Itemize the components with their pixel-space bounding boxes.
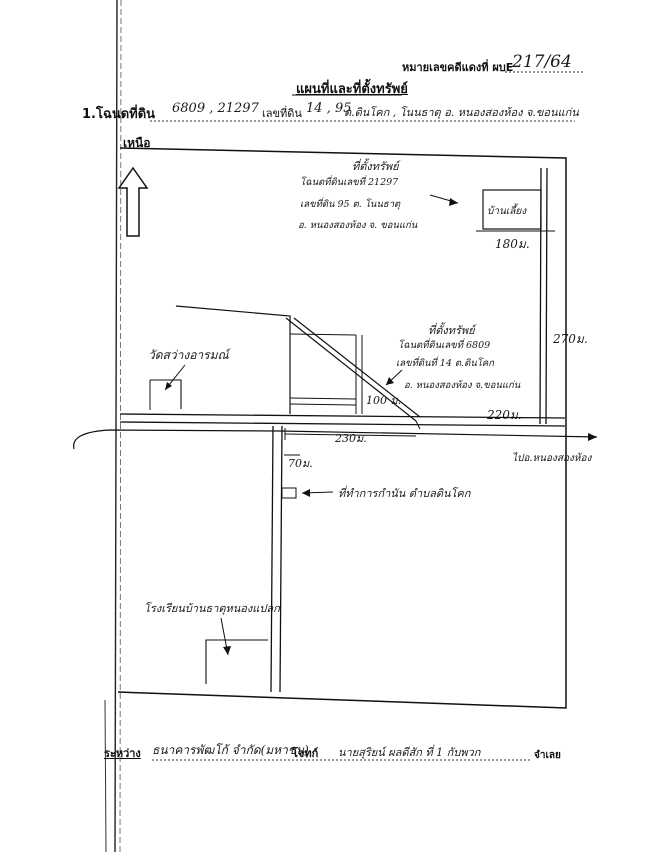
distance-270: 270ม. xyxy=(553,332,588,346)
property-mid-label: ที่ตั้งทรัพย์ xyxy=(428,324,475,337)
plaintiff-name: ธนาคารพัฒโก้ จำกัด(มหาชน) xyxy=(152,743,309,757)
property-mid-line-2: เลขที่ดินที่ 14 ต.ดินโคก xyxy=(396,358,494,369)
property-top-line-3: อ. หนองสองห้อง จ. ขอนแก่น xyxy=(298,220,418,231)
page-title: แผนที่และที่ตั้งทรัพย์ xyxy=(296,82,408,97)
distance-220: 220ม. xyxy=(487,408,522,422)
deed-numbers: 6809 , 21297 xyxy=(172,101,259,116)
school-box xyxy=(205,639,268,684)
case-number-value: 217/64 xyxy=(512,52,572,72)
pointer-arrowhead xyxy=(302,489,310,497)
temple-label: วัดสว่างอารมณ์ xyxy=(148,348,229,362)
road-line xyxy=(119,413,566,419)
pointer-arrowhead xyxy=(165,382,172,390)
between-label: ระหว่าง xyxy=(104,747,141,760)
pointer-arrowhead xyxy=(386,377,394,385)
house-label: บ้านเลี้ยง xyxy=(487,206,527,217)
office-label: ที่ทำการกำนัน ตำบลดินโคก xyxy=(338,487,471,500)
distance-70: 70ม. xyxy=(288,457,313,470)
plot-boundary xyxy=(285,317,417,422)
north-label: เหนือ xyxy=(123,136,151,150)
property-mid-line-3: อ. หนองสองห้อง จ.ขอนแก่น xyxy=(404,380,521,391)
school-label: โรงเรียนบ้านธาตุหนองแปลก xyxy=(144,602,280,615)
temple-box xyxy=(150,379,182,409)
map-frame xyxy=(117,147,567,709)
defendant-role: จำเลย xyxy=(534,750,561,761)
plot-boundary xyxy=(289,403,357,406)
defendant-name: นายสุริยน์ ผลดีสัก ที่ 1 กับพวก xyxy=(338,746,481,759)
pointer-arrowhead xyxy=(223,646,231,655)
deed-label: 1.โฉนดที่ดิน xyxy=(82,107,156,122)
road-line xyxy=(270,425,274,693)
property-mid-line-1: โฉนดที่ดินเลขที่ 6809 xyxy=(398,340,491,351)
plot-boundary xyxy=(289,333,357,336)
case-number-label: หมายเลขคดีแดงที่ ผบE xyxy=(402,61,514,74)
margin-line xyxy=(119,0,122,852)
route-arrowhead xyxy=(588,433,597,441)
distance-180: 180ม. xyxy=(495,237,530,251)
property-top-line-2: เลขที่ดิน 95 ต. โนนธาตุ xyxy=(300,199,401,210)
pointer-arrowhead xyxy=(449,198,458,206)
land-no-value: 14 , 95 xyxy=(306,101,352,116)
property-top-label: ที่ตั้งทรัพย์ xyxy=(352,160,399,173)
plaintiff-role: โจทก์ xyxy=(292,747,319,760)
property-top-line-1: โฉนดที่ดินเลขที่ 21297 xyxy=(300,177,399,188)
office-box xyxy=(281,487,297,499)
margin-line xyxy=(104,699,107,852)
plot-boundary xyxy=(289,397,357,400)
distance-230: 230ม. xyxy=(335,432,367,445)
land-no-label: เลขที่ดิน xyxy=(262,107,302,120)
road-line xyxy=(545,167,548,425)
deed-location: ต.ดินโคก , โนนธาตุ อ. หนองสองห้อง จ.ขอนแ… xyxy=(344,106,579,119)
dimension-line xyxy=(284,433,417,437)
plot-boundary xyxy=(175,305,291,414)
to-district-label: ไปอ.หนองสองห้อง xyxy=(512,453,592,464)
plot-boundary xyxy=(415,420,421,430)
house-box xyxy=(482,189,542,230)
distance-100: 100 ม. xyxy=(366,394,402,407)
north-arrow-icon xyxy=(117,166,149,237)
margin-line xyxy=(114,0,118,852)
route-line xyxy=(73,429,598,450)
road-line xyxy=(119,421,566,427)
road-line xyxy=(279,425,283,693)
